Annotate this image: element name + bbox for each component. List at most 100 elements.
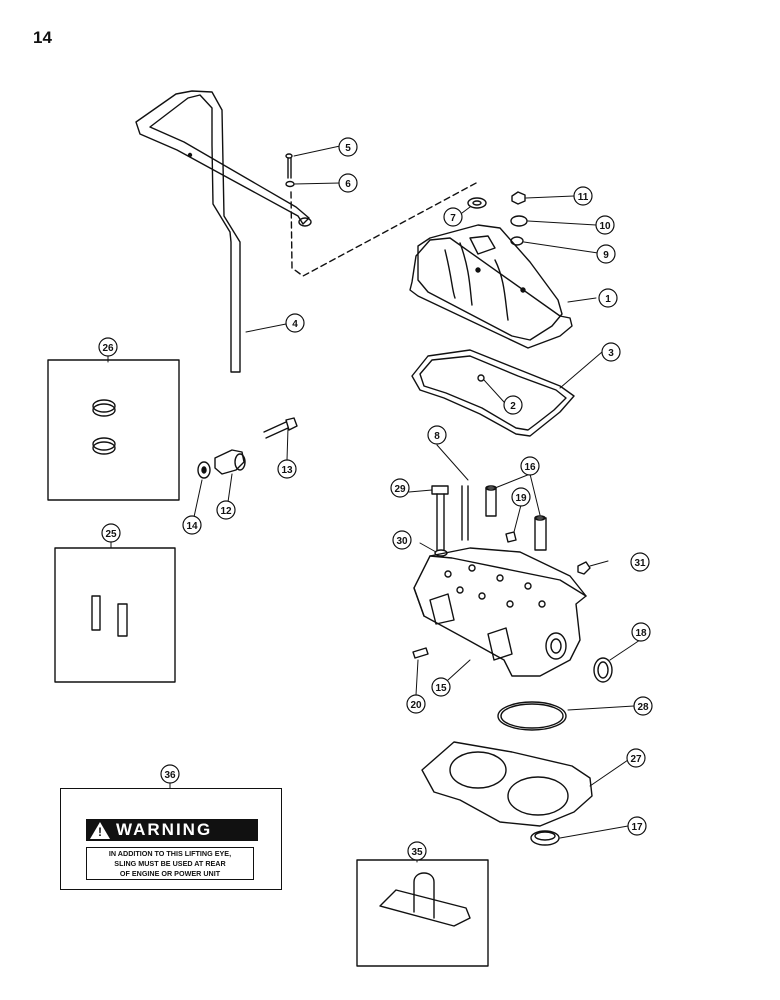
svg-text:6: 6 [345,179,351,190]
callout-17: 17 [627,816,647,836]
svg-text:35: 35 [411,847,423,858]
nut-part-14 [197,461,211,479]
callout-29: 29 [390,478,410,498]
callout-2: 2 [503,395,523,415]
callout-13: 13 [277,459,297,479]
svg-text:8: 8 [434,431,440,442]
callout-15: 15 [431,677,451,697]
svg-text:10: 10 [599,221,611,232]
plug-part-31 [577,561,591,575]
plug-part-19 [505,531,517,543]
seal-part-18 [593,657,613,683]
kit-box-35 [356,859,489,967]
callout-16: 16 [520,456,540,476]
head-gasket [421,741,593,827]
warning-line-2: SLING MUST BE USED AT REAR [114,859,226,868]
svg-text:7: 7 [450,213,456,224]
callout-8: 8 [427,425,447,445]
callout-31: 31 [630,552,650,572]
bolt-part-5 [285,153,293,179]
sleeve-part-16-a [485,485,497,517]
lifting-eye-tube [135,90,312,373]
svg-text:25: 25 [105,529,117,540]
warning-triangle-icon: ! [90,821,110,839]
callout-6: 6 [338,173,358,193]
callout-3: 3 [601,342,621,362]
washer-part-10 [510,215,528,227]
seal-washer-hole [472,200,482,206]
callout-30: 30 [392,530,412,550]
svg-text:26: 26 [102,343,114,354]
callout-20: 20 [406,694,426,714]
svg-text:4: 4 [292,319,298,330]
washer-part-9 [510,236,524,246]
callout-10: 10 [595,215,615,235]
bolt-part-29 [431,485,449,551]
svg-text:27: 27 [630,754,642,765]
warning-line-3: OF ENGINE OR POWER UNIT [119,869,221,878]
callout-4: 4 [285,313,305,333]
rocker-arm-cover [409,224,573,349]
callout-28: 28 [633,696,653,716]
sleeves-kit-25 [91,595,128,637]
svg-text:13: 13 [281,465,293,476]
seal-washer-part-7 [467,197,487,209]
o-ring-part-28 [497,701,567,731]
callout-27: 27 [626,748,646,768]
callout-35: 35 [407,841,427,861]
svg-text:12: 12 [220,506,232,517]
svg-text:17: 17 [631,822,643,833]
warning-heading: WARNING [116,820,213,839]
grommet-part-2 [477,374,485,382]
nut-part-14-hole [201,466,207,474]
callout-1: 1 [598,288,618,308]
seal-ring-part-17-inner [534,831,556,841]
o-ring-part-28-inner [500,703,564,729]
svg-text:9: 9 [603,250,609,261]
warning-banner: ! WARNING [86,819,258,841]
stud-part-8 [461,485,469,541]
svg-text:2: 2 [510,401,516,412]
callout-14: 14 [182,515,202,535]
svg-text:19: 19 [515,493,527,504]
svg-text:29: 29 [394,484,406,495]
callout-18: 18 [631,622,651,642]
warning-decal-box: ! WARNING IN ADDITION TO THIS LIFTING EY… [60,788,282,890]
lifting-bracket-35 [379,872,471,927]
svg-text:28: 28 [637,702,649,713]
dowel-part-20 [412,647,429,659]
cylinder-head [413,547,587,677]
warning-line-1: IN ADDITION TO THIS LIFTING EYE, [108,849,232,858]
callout-11: 11 [573,186,593,206]
nut-part-11 [511,191,526,205]
cover-gasket [411,349,575,437]
dashed-alignment-line [290,181,479,277]
page-number: 14 [33,28,52,47]
svg-text:18: 18 [635,628,647,639]
bolt-part-13 [263,417,298,439]
leader-lines [107,145,641,863]
svg-text:16: 16 [524,462,536,473]
svg-text:31: 31 [634,558,646,569]
svg-text:14: 14 [186,521,198,532]
svg-text:20: 20 [410,700,422,711]
callout-9: 9 [596,244,616,264]
callout-12: 12 [216,500,236,520]
callout-19: 19 [511,487,531,507]
callout-36: 36 [160,764,180,784]
svg-text:15: 15 [435,683,447,694]
kit-box-26 [47,359,180,501]
washer-part-6 [285,180,295,188]
callout-5: 5 [338,137,358,157]
rings-kit-26 [92,399,116,455]
clamp-part-12 [214,449,246,475]
callout-25: 25 [101,523,121,543]
svg-text:36: 36 [164,770,176,781]
kit-box-25 [54,547,176,683]
svg-text:5: 5 [345,143,351,154]
svg-text:11: 11 [578,192,589,203]
svg-text:3: 3 [608,348,614,359]
callout-7: 7 [443,207,463,227]
svg-text:1: 1 [605,294,611,305]
